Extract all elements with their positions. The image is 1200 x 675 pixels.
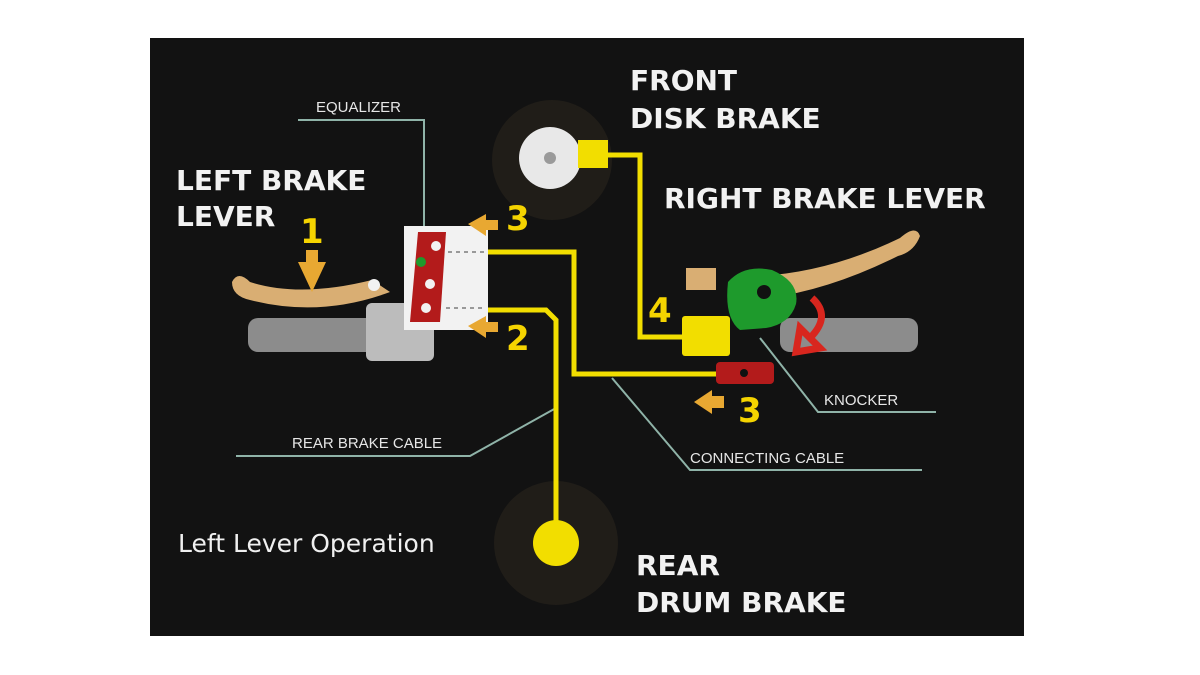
rear-brake-cable-label: REAR BRAKE CABLE: [292, 435, 442, 452]
connecting-cable: [488, 249, 720, 377]
left-brake-lever-label-line1: LEFT BRAKE: [176, 164, 366, 197]
diagram-caption: Left Lever Operation: [178, 529, 435, 558]
step-1-number: 1: [300, 212, 324, 252]
rear-drum-brake-label-line2: DRUM BRAKE: [636, 586, 847, 619]
left-handlebar: [248, 318, 398, 352]
step-2-number: 2: [506, 319, 530, 359]
knocker-body: [727, 268, 797, 330]
step-3-lower-number: 3: [738, 391, 762, 431]
front-disk-brake-label-line2: DISK BRAKE: [630, 102, 821, 135]
arrow-to-connecting-lower: [694, 390, 724, 414]
right-brake-lever: [760, 230, 920, 298]
rear-drum-brake-label-line1: REAR: [636, 549, 720, 582]
step-3-upper-number: 3: [506, 199, 530, 239]
equalizer-pivot-green: [416, 257, 426, 267]
connecting-cable-label: CONNECTING CABLE: [690, 450, 844, 467]
press-arrow-left-lever: [298, 250, 326, 292]
equalizer-hole-3: [421, 303, 431, 313]
connecting-cable-leader: [611, 377, 922, 471]
front-caliper: [578, 140, 608, 168]
front-brake-line: [604, 152, 690, 340]
knocker-leader: [759, 337, 936, 413]
left-lever-pivot: [368, 279, 380, 291]
knocker-label: KNOCKER: [824, 392, 898, 409]
front-disk-hub: [544, 152, 556, 164]
left-brake-lever: [232, 276, 390, 308]
equalizer-arm: [410, 232, 446, 322]
rear-brake-cable-leader: [236, 407, 557, 457]
step-4-number: 4: [648, 291, 672, 331]
left-brake-lever-label-line2: LEVER: [176, 200, 275, 233]
arrow-to-connecting-upper: [468, 214, 498, 236]
knocker-pivot: [757, 285, 771, 299]
right-brake-lever-label: RIGHT BRAKE LEVER: [664, 182, 986, 215]
knocker-red-link-hole: [740, 369, 748, 377]
equalizer-leader: [298, 119, 425, 228]
lever-motion-arrow: [791, 295, 828, 357]
front-disk-brake-label-line1: FRONT: [630, 64, 737, 97]
front-master-cylinder: [682, 316, 730, 356]
rear-brake-cable: [488, 307, 559, 522]
arrow-to-rear: [468, 316, 498, 338]
reservoir-tab: [686, 268, 716, 290]
equalizer-hole-2: [425, 279, 435, 289]
equalizer-hole-1: [431, 241, 441, 251]
rear-drum-hub: [533, 520, 579, 566]
equalizer-label: EQUALIZER: [316, 99, 401, 116]
